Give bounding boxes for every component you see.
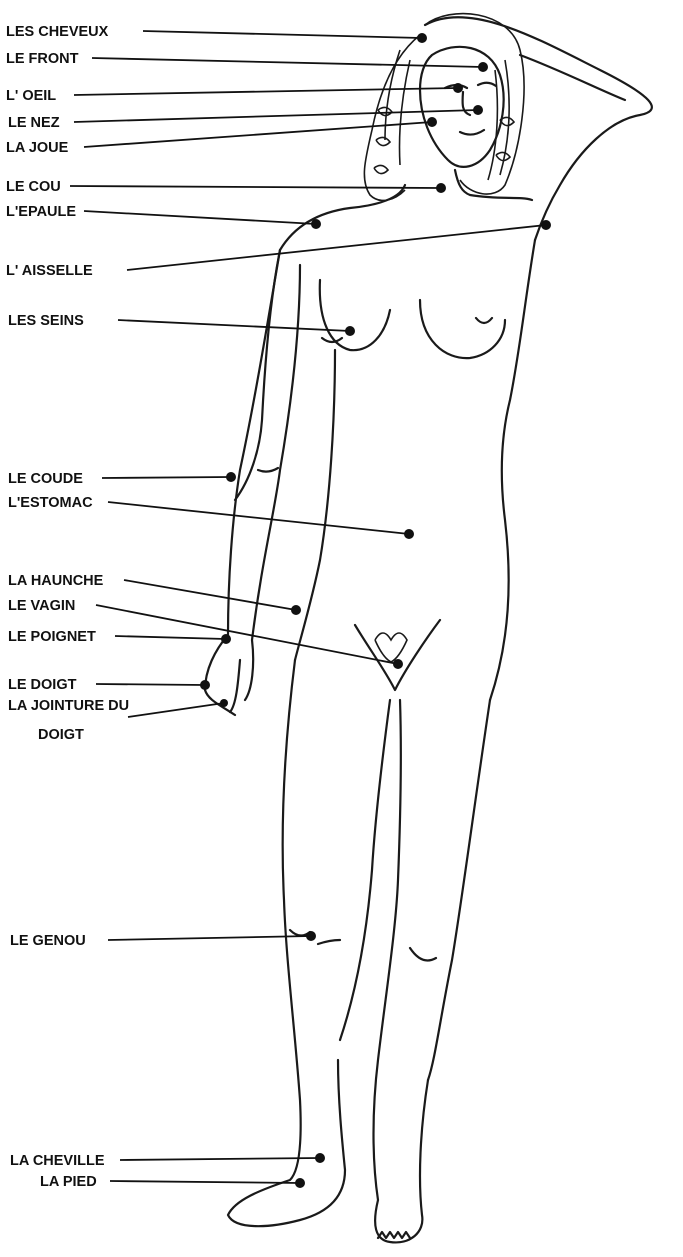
leader-coude xyxy=(102,477,231,478)
leader-front xyxy=(92,58,483,67)
dot-oeil xyxy=(453,83,463,93)
label-oeil: L' OEIL xyxy=(6,88,56,104)
dot-cou xyxy=(436,183,446,193)
dot-doigt xyxy=(200,680,210,690)
label-coude: LE COUDE xyxy=(8,471,83,487)
label-cou: LE COU xyxy=(6,179,61,195)
label-aisselle: L' AISSELLE xyxy=(6,263,93,279)
label-seins: LES SEINS xyxy=(8,313,84,329)
dot-nez xyxy=(473,105,483,115)
leader-epaule xyxy=(84,211,316,224)
label-vagin: LE VAGIN xyxy=(8,598,75,614)
dot-coude xyxy=(226,472,236,482)
dot-estomac xyxy=(404,529,414,539)
dot-joue xyxy=(427,117,437,127)
leader-cou xyxy=(70,186,441,188)
leader-poignet xyxy=(115,636,226,639)
leader-vagin xyxy=(96,605,398,664)
label-poignet: LE POIGNET xyxy=(8,629,96,645)
dot-haunche xyxy=(291,605,301,615)
dot-jointure xyxy=(220,699,228,707)
leader-doigt xyxy=(96,684,205,685)
label-jointure-line2: DOIGT xyxy=(38,727,84,743)
label-haunche: LA HAUNCHE xyxy=(8,573,104,589)
dot-cheville xyxy=(315,1153,325,1163)
dot-pied xyxy=(295,1178,305,1188)
label-epaule: L'EPAULE xyxy=(6,204,76,220)
dot-epaule xyxy=(311,219,321,229)
dot-seins xyxy=(345,326,355,336)
leader-haunche xyxy=(124,580,296,610)
leader-genou xyxy=(108,936,311,940)
label-doigt: LE DOIGT xyxy=(8,677,77,693)
female-figure-drawing xyxy=(205,14,652,1243)
label-genou: LE GENOU xyxy=(10,933,86,949)
dot-aisselle xyxy=(541,220,551,230)
leader-aisselle xyxy=(127,225,546,270)
label-front: LE FRONT xyxy=(6,51,79,67)
dot-front xyxy=(478,62,488,72)
leader-joue xyxy=(84,122,432,147)
leader-pied xyxy=(110,1181,300,1183)
label-cheville: LA CHEVILLE xyxy=(10,1153,105,1169)
dot-genou xyxy=(306,931,316,941)
label-cheveux: LES CHEVEUX xyxy=(6,24,109,40)
leader-seins xyxy=(118,320,350,331)
leader-oeil xyxy=(74,88,458,95)
leader-lines xyxy=(70,31,551,1188)
label-estomac: L'ESTOMAC xyxy=(8,495,93,511)
leader-estomac xyxy=(108,502,409,534)
dot-cheveux xyxy=(417,33,427,43)
leader-cheville xyxy=(120,1158,320,1160)
dot-poignet xyxy=(221,634,231,644)
dot-vagin xyxy=(393,659,403,669)
label-joue: LA JOUE xyxy=(6,140,69,156)
leader-nez xyxy=(74,110,478,122)
label-pied: LA PIED xyxy=(40,1174,97,1190)
leader-jointure xyxy=(128,703,224,717)
label-jointure: LA JOINTURE DU xyxy=(8,698,129,714)
label-nez: LE NEZ xyxy=(8,115,60,131)
leader-cheveux xyxy=(143,31,422,38)
